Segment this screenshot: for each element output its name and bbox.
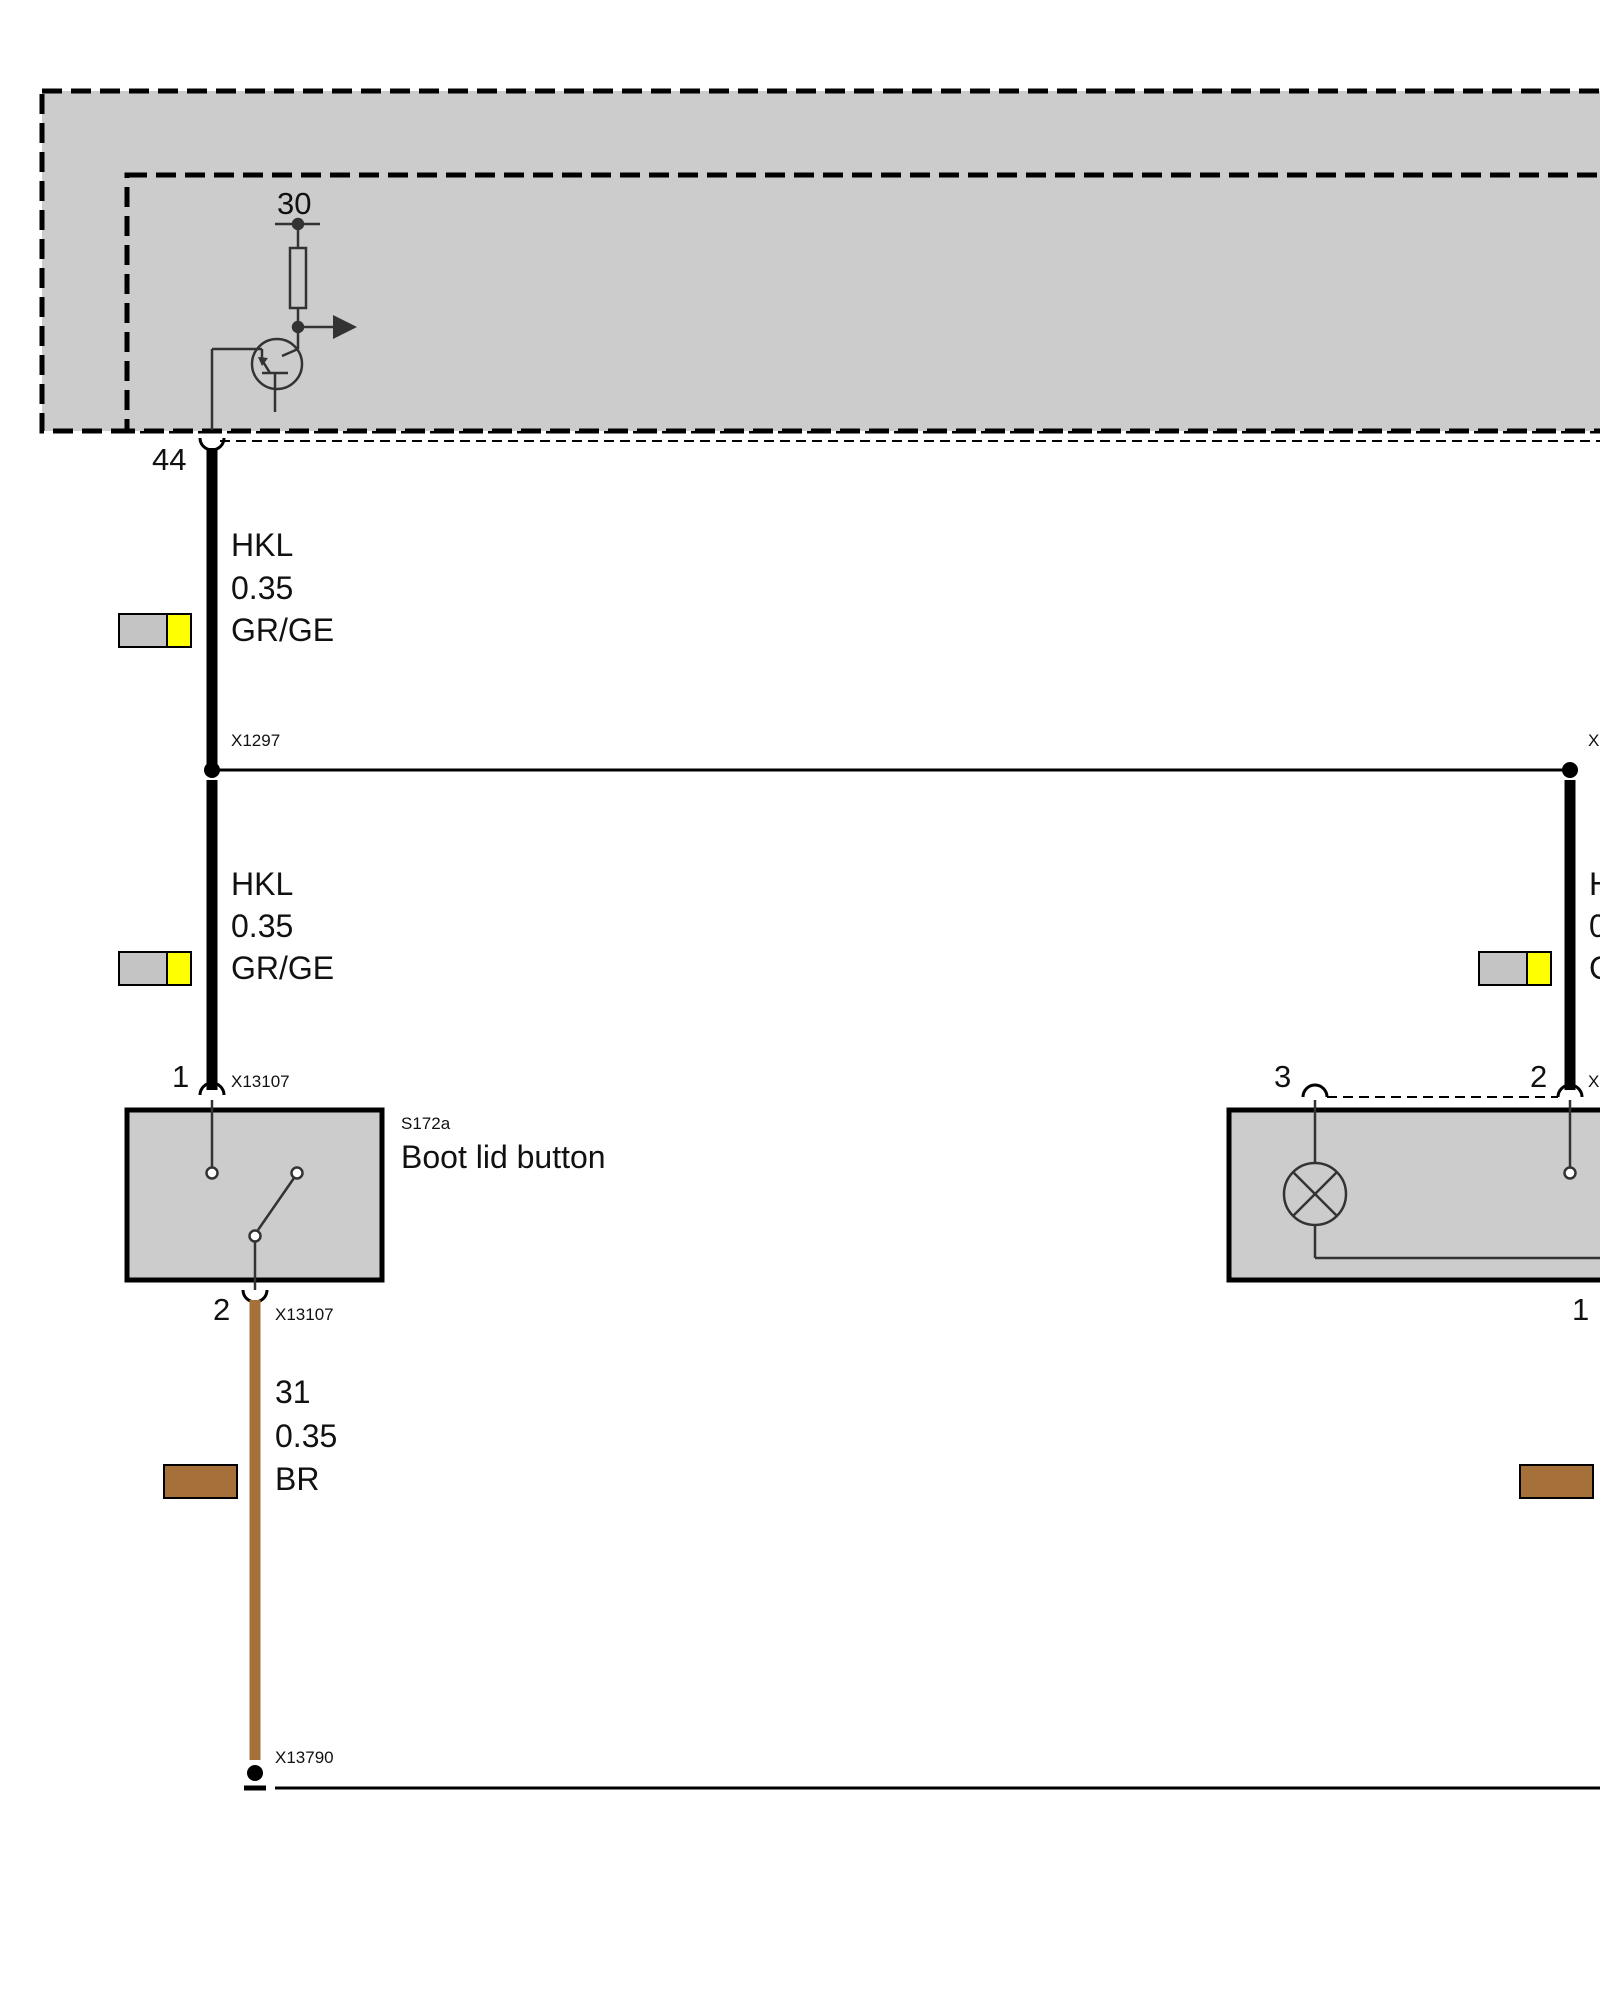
switch-pin-2-label: 2: [213, 1292, 230, 1327]
right-pin-3-label: 3: [1274, 1059, 1291, 1094]
wire-upper-signal: HKL: [231, 527, 293, 563]
wire-right-gauge: 0: [1589, 908, 1600, 944]
right-pin-2-connector: [1556, 1083, 1584, 1098]
module-pin-44-label: 44: [152, 442, 186, 477]
splice-left-label: X1297: [231, 731, 280, 750]
wire-ground-signal: 31: [275, 1374, 311, 1410]
transistor-symbol: [250, 337, 304, 391]
lamp-symbol-icon: [1282, 1100, 1600, 1260]
right-pin-1-label: 1: [1572, 1292, 1589, 1327]
wire-lower-signal: HKL: [231, 866, 293, 902]
splice-node-right: [1562, 762, 1578, 778]
switch-pin-1-id: X13107: [231, 1072, 290, 1091]
wire-lower-color: GR/GE: [231, 950, 334, 986]
switch-pin-2-id: X13107: [275, 1305, 334, 1324]
right-pin-2-label: 2: [1530, 1059, 1547, 1094]
color-swatch-gr-ge-lower: [118, 951, 192, 986]
switch-pin-1-connector: [198, 1081, 226, 1096]
wire-upper-color: GR/GE: [231, 612, 334, 648]
output-arrow-icon: [333, 315, 357, 339]
splice-node-left: [204, 762, 220, 778]
pin-30-label: 30: [277, 186, 311, 221]
wire-right-signal: H: [1589, 866, 1600, 902]
switch-component-id: S172a: [401, 1114, 451, 1133]
color-swatch-gr-ge-right: [1478, 951, 1552, 986]
switch-component-name: Boot lid button: [401, 1139, 606, 1175]
internal-circuit: [210, 217, 357, 430]
wire-lower-gauge: 0.35: [231, 908, 293, 944]
color-swatch-gr-ge-upper: [118, 613, 192, 648]
wire-upper-gauge: 0.35: [231, 570, 293, 606]
wire-right-color: G: [1589, 950, 1600, 986]
wire-ground-gauge: 0.35: [275, 1418, 337, 1454]
control-module-inner: [124, 172, 1600, 434]
splice-right-label: X: [1588, 731, 1599, 750]
switch-symbol-icon: [205, 1100, 304, 1290]
right-pin-2-id: X: [1588, 1072, 1599, 1091]
color-swatch-br-right: [1519, 1464, 1594, 1499]
ground-id-label: X13790: [275, 1748, 334, 1767]
switch-pin-1-label: 1: [172, 1059, 189, 1094]
right-pin-3-connector: [1301, 1083, 1329, 1098]
color-swatch-br-left: [163, 1464, 238, 1499]
ground-node: [247, 1765, 263, 1781]
wire-ground-color: BR: [275, 1461, 319, 1497]
